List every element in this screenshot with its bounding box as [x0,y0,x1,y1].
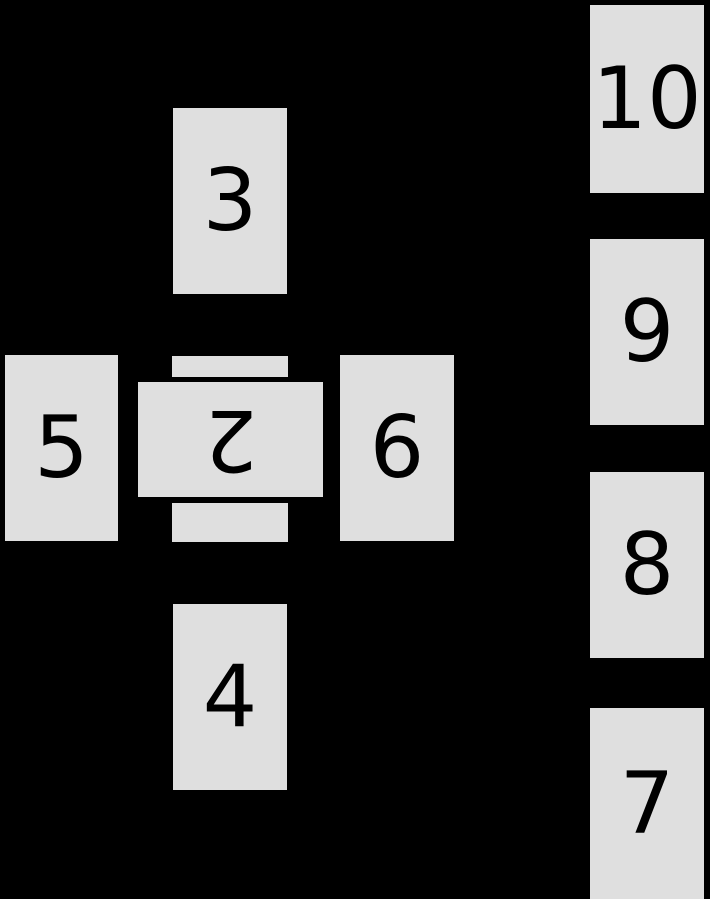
block-3-label: 3 [202,151,258,251]
block-5-label: 5 [34,398,89,498]
block-7[interactable]: 7 [590,708,704,899]
block-2-top-bar [172,356,288,377]
block-2-bottom-bar [172,503,288,542]
block-2[interactable]: 2 [138,382,323,497]
block-9-label: 9 [619,282,675,382]
block-2-label: 2 [203,390,258,489]
block-4-label: 4 [202,647,258,747]
block-7-label: 7 [619,753,675,854]
block-6-label: 6 [369,398,425,498]
block-8-label: 8 [619,515,675,615]
block-9[interactable]: 9 [590,239,704,425]
block-3[interactable]: 3 [173,108,287,294]
block-5[interactable]: 5 [5,355,118,541]
block-8[interactable]: 8 [590,472,704,658]
block-6[interactable]: 6 [340,355,454,541]
block-10[interactable]: 10 [590,5,704,193]
block-10-label: 10 [592,49,702,149]
block-4[interactable]: 4 [173,604,287,790]
